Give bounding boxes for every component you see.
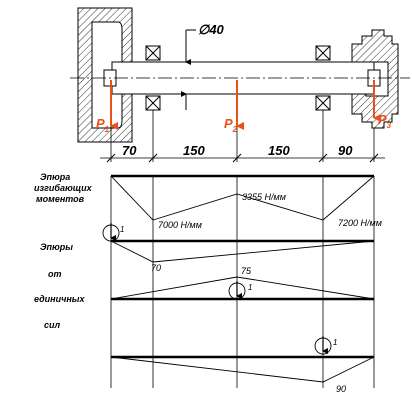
force-p1-label: P1 — [96, 116, 110, 134]
bending-moment-diagram — [110, 175, 375, 221]
force-arrows — [110, 80, 381, 130]
unit-title-line1: Эпюры — [40, 242, 73, 252]
shaft-drawing — [70, 7, 410, 163]
moment-label-2: 3355 Н/мм — [242, 192, 286, 202]
unit-force-1-label: 1 — [120, 225, 124, 234]
bending-title-line1: Эпюра — [40, 172, 70, 182]
unit2-value-label: 75 — [241, 266, 252, 276]
unit-diagram-3 — [110, 336, 375, 383]
unit-force-3-label: 1 — [333, 338, 337, 347]
segment-label-1: 70 — [122, 143, 137, 158]
force-p3-label: P3 — [378, 112, 392, 130]
unit-diagram-2 — [110, 276, 375, 300]
unit-force-2-label: 1 — [248, 283, 252, 292]
unit-title-line3: единичных — [34, 294, 85, 304]
unit-title-line4: сил — [44, 320, 61, 330]
unit-title-line2: от — [48, 269, 62, 279]
force-p2-label: P2 — [224, 116, 238, 134]
unit3-value-label: 90 — [336, 384, 346, 394]
bending-title-line2: изгибающих — [34, 183, 93, 193]
segment-label-4: 90 — [338, 143, 353, 158]
bending-title-line3: моментов — [36, 194, 85, 204]
moment-label-3: 7200 Н/мм — [338, 218, 382, 228]
segment-label-2: 150 — [183, 143, 205, 158]
diameter-label: ∅40 — [198, 22, 225, 37]
diagram-grid — [110, 174, 375, 388]
bearing-right — [315, 45, 331, 111]
segment-label-3: 150 — [268, 143, 290, 158]
unit1-value-label: 70 — [151, 263, 161, 273]
moment-label-1: 7000 Н/мм — [158, 220, 202, 230]
unit-diagram-1 — [110, 240, 375, 263]
